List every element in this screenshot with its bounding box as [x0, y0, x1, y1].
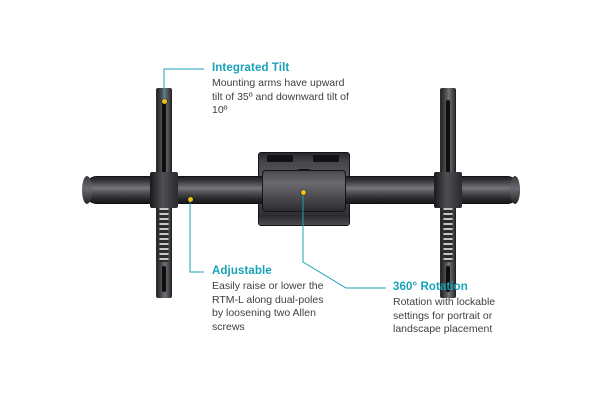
callout-rotation-title: 360° Rotation: [393, 281, 468, 293]
callout-integrated-tilt: Integrated Tilt Mounting arms have upwar…: [212, 62, 352, 118]
left-arm-slot-upper: [162, 100, 166, 184]
plate-notch-left: [267, 155, 293, 162]
callout-integrated-tilt-title: Integrated Tilt: [212, 62, 290, 74]
callout-adjustable: Adjustable Easily raise or lower the RTM…: [212, 265, 332, 334]
adjustable-marker-dot: [187, 196, 193, 202]
right-arm-tilt-teeth: [443, 188, 453, 262]
callout-adjustable-title: Adjustable: [212, 265, 272, 277]
callout-adjustable-body: Easily raise or lower the RTM-L along du…: [212, 280, 324, 333]
plate-bottom-band: [259, 215, 349, 225]
plate-top-band: [259, 153, 349, 164]
callout-integrated-tilt-body: Mounting arms have upward tilt of 35º an…: [212, 77, 349, 116]
rotation-marker-dot: [300, 189, 306, 195]
left-pole-clamp: [150, 172, 178, 208]
right-arm-slot-lower: [446, 266, 450, 292]
callout-rotation-body: Rotation with lockable settings for port…: [393, 296, 496, 335]
plate-notch-right: [313, 155, 339, 162]
left-arm-tilt-teeth: [159, 188, 169, 262]
callout-rotation: 360° Rotation Rotation with lockable set…: [393, 281, 513, 337]
pole-end-cap-left: [82, 176, 92, 204]
right-pole-clamp: [434, 172, 462, 208]
tilt-marker-dot: [161, 98, 167, 104]
left-arm-slot-lower: [162, 266, 166, 292]
right-arm-slot-upper: [446, 100, 450, 184]
pole-end-cap-right: [510, 176, 520, 204]
